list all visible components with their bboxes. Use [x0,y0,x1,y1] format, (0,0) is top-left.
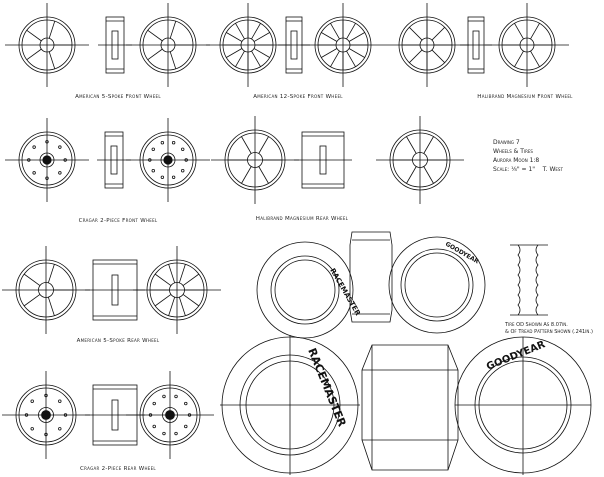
goodyear-small-tire: GOODYEAR [388,236,486,334]
am5-front-back [126,3,210,87]
goodyear-large-tire: GOODYEAR [454,336,592,475]
label-cragar-front: Cragar 2-Piece Front Wheel [78,218,158,224]
title-scale: Scale: ⅛" = 1" T. West [493,166,563,173]
cragar-front-back [126,118,210,202]
tread-pattern [510,244,548,316]
am5-front-face [5,3,89,87]
cragar-rear-back [126,371,214,459]
am12-front-face [206,3,290,87]
hal-rear-face [211,116,299,204]
label-american-5-spoke-front: American 5-Spoke Front Wheel [75,94,161,100]
label-cragar-rear: Cragar 2-Piece Rear Wheel [80,466,156,472]
title-model: Aurora Moon 1:8 [493,157,540,164]
label-american-12-spoke-front: American 12-Spoke Front Wheel [253,94,343,100]
am5-rear-face [2,246,90,334]
title-subject: Wheels & Tires [493,148,533,155]
am5-rear-back [133,246,221,334]
label-halibrand-front: Halibrand Magnesium Front Wheel [477,94,573,100]
hal-front-back [485,3,569,87]
goodyear-large-text: GOODYEAR [485,339,547,373]
title-drawing: Drawing 7 [493,139,520,146]
cragar-rear-face [2,371,90,459]
hal-rear-back [376,116,464,204]
hal-rear-side [294,131,352,189]
tire-note-line2: & Of Tread Pattern Shown (.241in.) [505,329,593,335]
racemaster-large-tire: RACEMASTER [220,335,360,475]
racemaster-small-tire: RACEMASTER [256,241,362,339]
small-tire-side [349,231,393,323]
title-author: T. West [542,166,563,173]
hal-front-face [385,3,469,87]
label-american-5-spoke-rear: American 5-Spoke Rear Wheel [76,338,160,344]
label-halibrand-rear: Halibrand Magnesium Rear Wheel [255,216,349,222]
title-block: Drawing 7 Wheels & Tires Aurora Moon 1:8… [493,138,563,174]
tire-note-line1: Tire OD Shown As 8.07in. [505,322,568,328]
cragar-front-face [5,118,89,202]
racemaster-large-text: RACEMASTER [305,346,349,429]
large-tire-side [361,344,459,471]
tire-note: Tire OD Shown As 8.07in. & Of Tread Patt… [505,322,593,336]
cragar-front-side [97,131,131,189]
racemaster-small-text: RACEMASTER [328,267,362,318]
am12-front-back [301,3,385,87]
